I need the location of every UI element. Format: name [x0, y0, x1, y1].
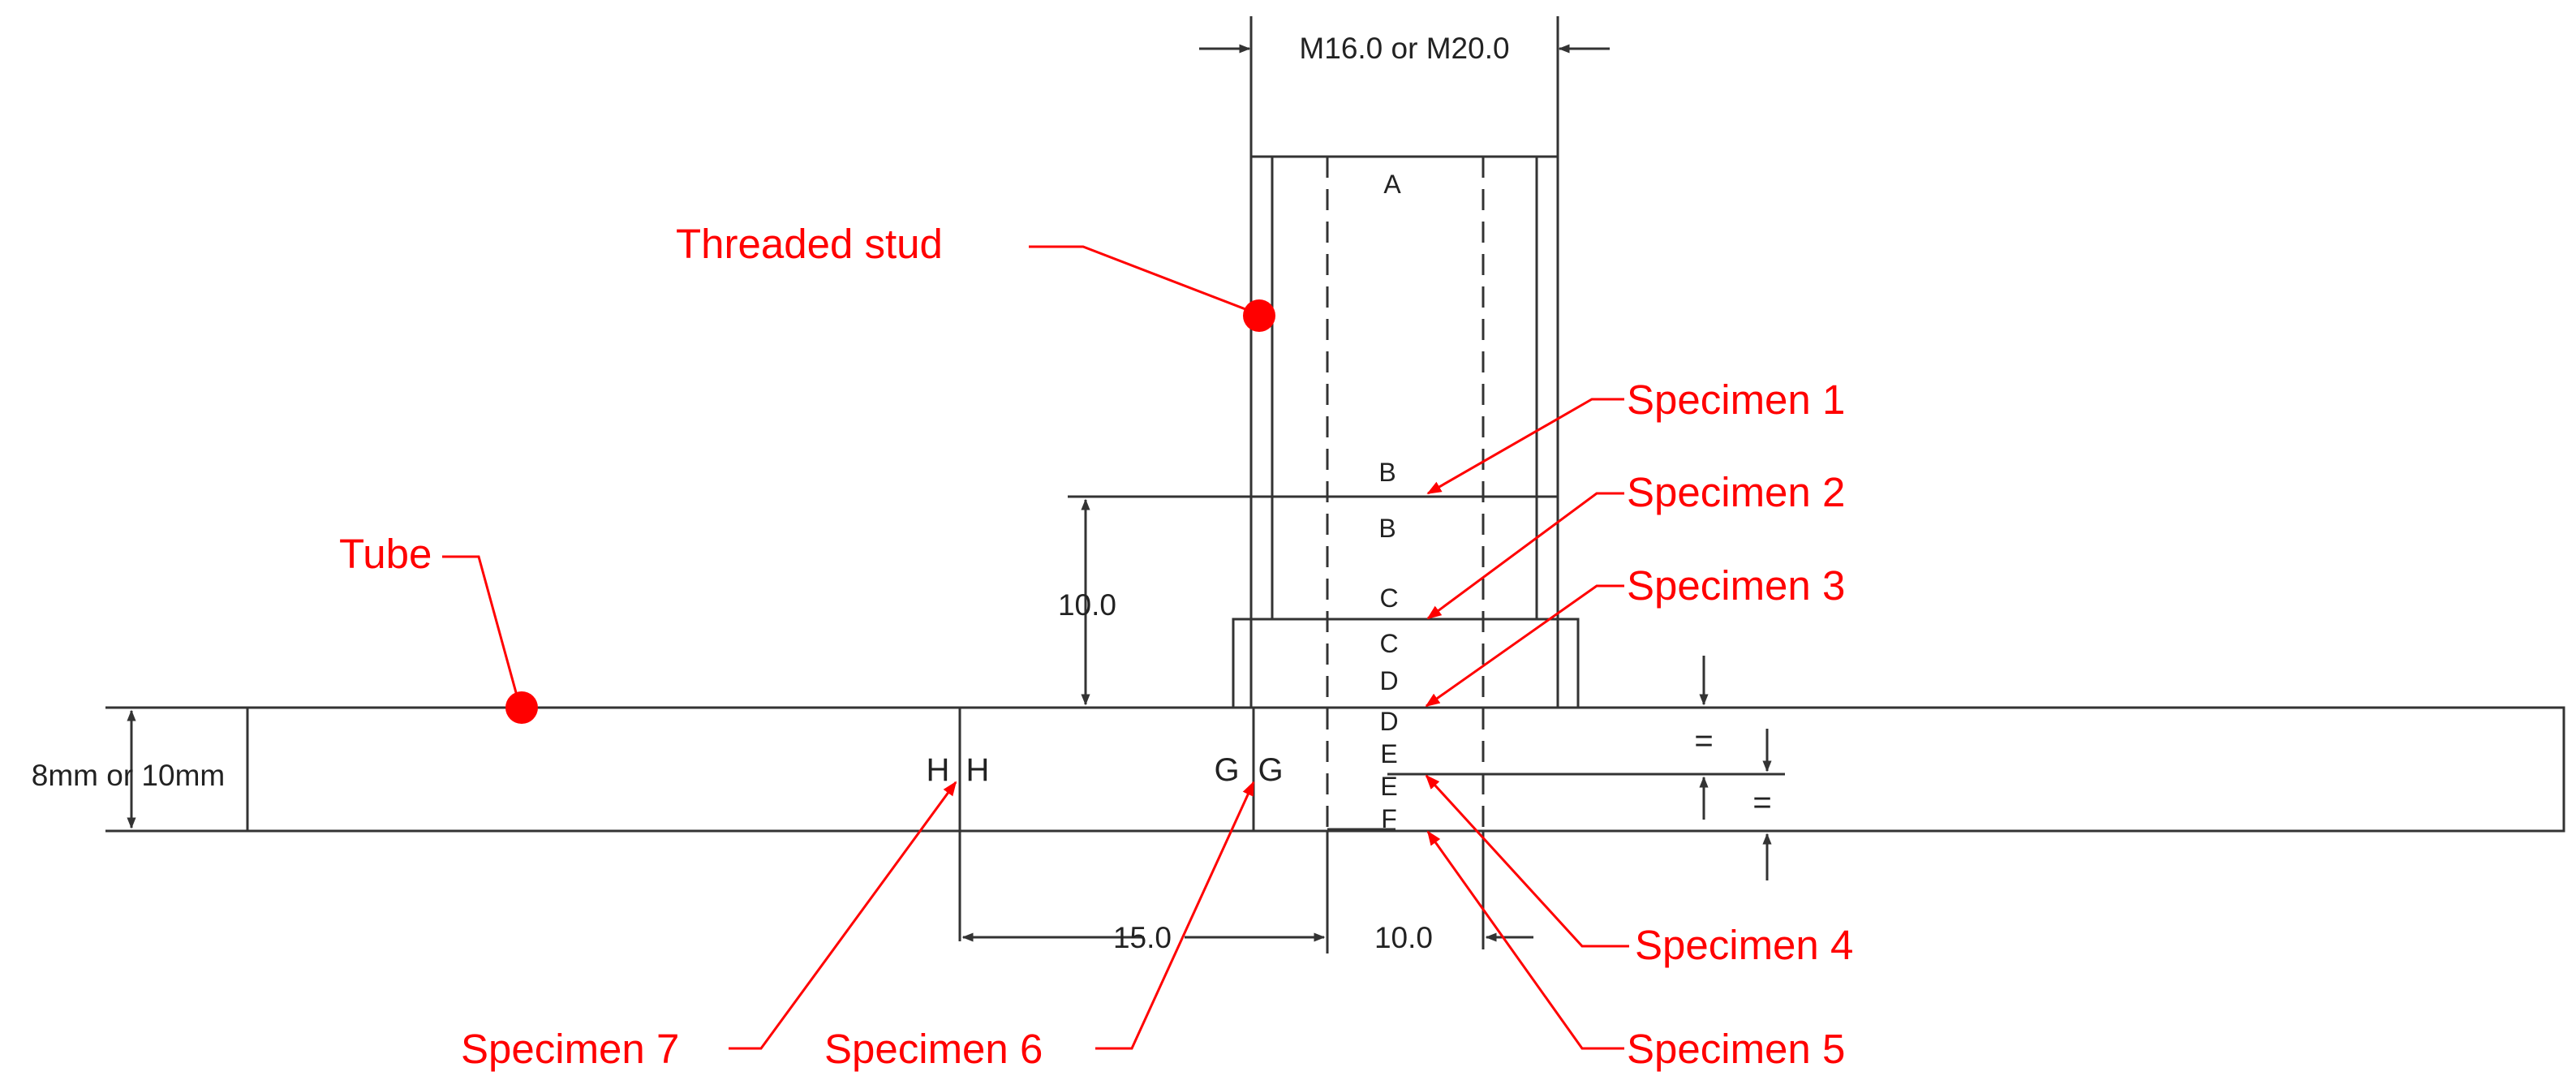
leader-specimen-2	[1426, 492, 1624, 620]
leader-tube	[442, 555, 521, 705]
section-letter-d-lower: D	[1379, 707, 1398, 736]
dim-offset-right: 10.0	[1374, 921, 1433, 954]
leader-threaded-stud	[1029, 245, 1257, 315]
tube-body	[246, 706, 2565, 833]
section-letter-b-upper: B	[1378, 458, 1396, 487]
section-letter-g-left: G	[1214, 752, 1239, 788]
label-specimen-2: Specimen 2	[1627, 469, 1845, 515]
label-specimen-1: Specimen 1	[1627, 377, 1845, 423]
weld-collar	[1232, 618, 1580, 709]
dim-stud-diameter: M16.0 or M20.0	[1299, 32, 1509, 65]
label-specimen-6: Specimen 6	[824, 1026, 1043, 1072]
threaded-stud-marker	[1243, 299, 1275, 332]
label-tube: Tube	[339, 531, 432, 577]
label-specimen-5: Specimen 5	[1627, 1026, 1845, 1072]
dim-offset-left: 15.0	[1113, 921, 1172, 954]
section-letter-h-left: H	[927, 752, 950, 788]
tube-marker	[505, 691, 538, 724]
leader-specimen-1	[1426, 398, 1624, 495]
section-letter-h-right: H	[966, 752, 990, 788]
section-letter-d-upper: D	[1379, 666, 1398, 695]
label-threaded-stud: Threaded stud	[676, 221, 943, 267]
section-letter-b-lower: B	[1378, 514, 1396, 543]
dim-equal-bottom: =	[1752, 785, 1771, 820]
annotation-leaders	[442, 245, 1629, 1050]
section-letter-c-upper: C	[1379, 583, 1398, 613]
section-letter-a: A	[1383, 170, 1401, 199]
leader-specimen-6	[1095, 781, 1255, 1050]
section-letter-e-upper: E	[1380, 739, 1397, 768]
section-letter-g-right: G	[1258, 752, 1283, 788]
drawing-lines	[105, 16, 2565, 953]
section-letter-e-lower: E	[1380, 772, 1397, 801]
dim-equal-top: =	[1694, 723, 1713, 759]
dimension-labels: M16.0 or M20.0 10.0 8mm or 10mm 15.0 10.…	[32, 32, 1772, 954]
leader-specimen-3	[1425, 584, 1624, 708]
annotation-dots	[505, 299, 1275, 724]
dim-tube-thickness: 8mm or 10mm	[32, 759, 225, 792]
section-letters: A B B C C D D E E F G G H H	[927, 170, 1402, 833]
annotation-labels: Threaded stud Tube Specimen 1 Specimen 2…	[339, 221, 1853, 1072]
stud-body	[1249, 155, 1559, 621]
dim-stud-height: 10.0	[1058, 588, 1116, 622]
leader-specimen-7	[729, 781, 957, 1050]
dimension-arrows	[127, 44, 1772, 942]
label-specimen-7: Specimen 7	[461, 1026, 679, 1072]
label-specimen-4: Specimen 4	[1635, 922, 1853, 968]
label-specimen-3: Specimen 3	[1627, 562, 1845, 609]
section-letter-f: F	[1381, 804, 1397, 833]
section-letter-c-lower: C	[1379, 629, 1398, 658]
leader-specimen-5	[1426, 830, 1624, 1050]
leader-specimen-4	[1425, 774, 1629, 948]
